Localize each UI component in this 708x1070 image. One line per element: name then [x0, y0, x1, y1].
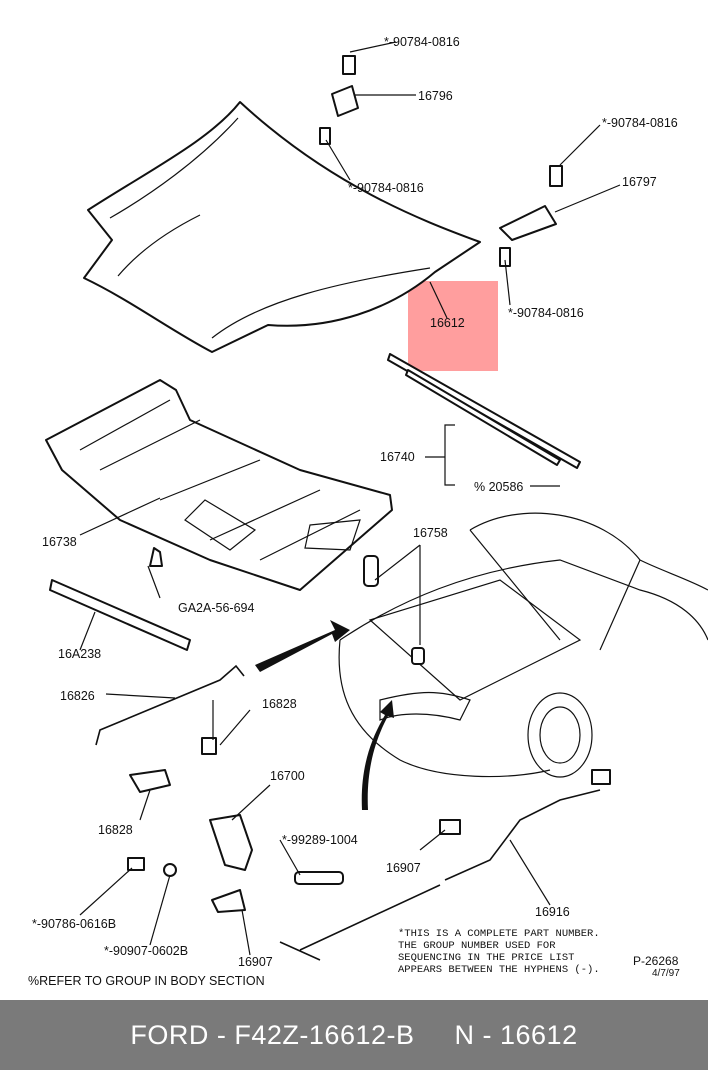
- hood-bumper: [363, 555, 379, 587]
- part-number-note: *THIS IS A COMPLETE PART NUMBER. THE GRO…: [398, 928, 600, 976]
- footer-ref: N - 16612: [454, 1019, 578, 1050]
- label-prop-rod: 16826: [60, 689, 95, 703]
- label-striker-left: 16907: [238, 955, 273, 969]
- car-outline: [338, 512, 708, 778]
- label-bolt-hinge-left-bottom: *-90784-0816: [348, 181, 424, 195]
- hinge-right: [499, 165, 563, 267]
- highlight-box: [408, 281, 498, 371]
- note-line: *THIS IS A COMPLETE PART NUMBER.: [398, 928, 600, 940]
- footnote: %REFER TO GROUP IN BODY SECTION: [28, 974, 265, 988]
- label-striker-right: 16907: [386, 861, 421, 875]
- prop-rod: [95, 664, 245, 746]
- release-cable: [279, 789, 601, 961]
- note-line: THE GROUP NUMBER USED FOR: [398, 940, 556, 952]
- label-clip: % 20586: [474, 480, 523, 494]
- label-bolt-hinge-right-bottom: *-90784-0816: [508, 306, 584, 320]
- footer-part-number: F42Z-16612-B: [234, 1019, 415, 1050]
- footer-brand: FORD: [130, 1019, 209, 1050]
- label-bolt-hinge-left-top: *-90784-0816: [384, 35, 460, 49]
- note-line: APPEARS BETWEEN THE HYPHENS (-).: [398, 964, 600, 976]
- hood-seal: [387, 353, 581, 469]
- hinge-left: [319, 55, 359, 145]
- label-latch-bolt: *-99289-1004: [282, 833, 358, 847]
- retainer-clip: [149, 547, 163, 567]
- parts-diagram: *-90784-0816 16796 *-90784-0816 *-90784-…: [28, 35, 708, 988]
- label-latch: 16700: [270, 769, 305, 783]
- label-prop-clip-bottom: 16828: [98, 823, 133, 837]
- note-line: SEQUENCING IN THE PRICE LIST: [398, 952, 574, 964]
- label-hood: 16612: [430, 316, 465, 330]
- label-bumper: 16758: [413, 526, 448, 540]
- label-weatherstrip: 16A238: [58, 647, 101, 661]
- hood-panel: [83, 101, 481, 353]
- hood-insulator: [45, 379, 393, 591]
- label-hinge-right: 16797: [622, 175, 657, 189]
- diagram-date: 4/7/97: [652, 968, 680, 979]
- label-hinge-left: 16796: [418, 89, 453, 103]
- part-footer: FORD - F42Z-16612-B N - 16612: [0, 1000, 708, 1070]
- label-retainer: GA2A-56-694: [178, 601, 254, 615]
- label-nut: *-90907-0602B: [104, 944, 188, 958]
- weatherstrip: [49, 579, 191, 651]
- label-prop-clip-top: 16828: [262, 697, 297, 711]
- hood-latch: [209, 814, 253, 871]
- label-bolt-hinge-right-top: *-90784-0816: [602, 116, 678, 130]
- label-insulator: 16738: [42, 535, 77, 549]
- label-seal: 16740: [380, 450, 415, 464]
- label-cable: 16916: [535, 905, 570, 919]
- label-screw: *-90786-0616B: [32, 917, 116, 931]
- page-ref: P-26268: [633, 954, 679, 968]
